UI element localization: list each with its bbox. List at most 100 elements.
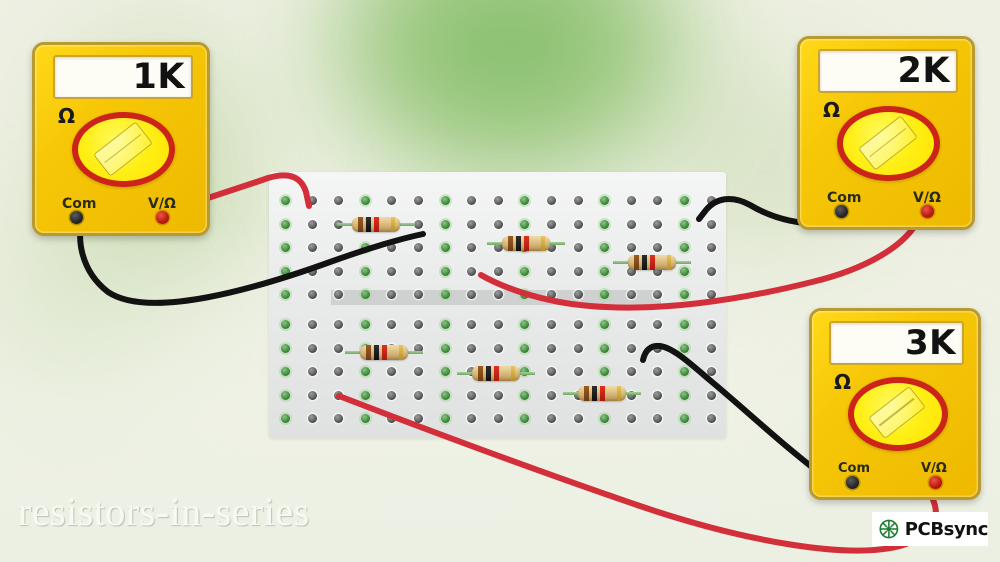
breadboard-hole[interactable]	[360, 320, 370, 329]
breadboard-hole[interactable]	[281, 290, 290, 299]
breadboard-hole[interactable]	[520, 320, 530, 329]
multimeter-range-dial[interactable]	[72, 112, 175, 187]
breadboard-hole[interactable]	[360, 243, 370, 252]
breadboard-hole[interactable]	[307, 196, 317, 205]
breadboard-hole[interactable]	[467, 290, 477, 299]
breadboard-hole[interactable]	[493, 320, 503, 329]
breadboard-hole[interactable]	[573, 320, 583, 329]
breadboard-hole[interactable]	[680, 320, 689, 329]
breadboard-hole[interactable]	[414, 196, 423, 205]
breadboard-hole[interactable]	[281, 414, 290, 423]
breadboard-hole[interactable]	[626, 367, 636, 376]
breadboard-hole[interactable]	[493, 343, 503, 353]
breadboard-hole[interactable]	[281, 320, 290, 329]
breadboard-hole[interactable]	[360, 196, 370, 205]
breadboard-hole[interactable]	[493, 390, 503, 400]
breadboard-hole[interactable]	[547, 266, 556, 276]
breadboard-hole[interactable]	[414, 243, 423, 252]
breadboard-hole[interactable]	[307, 320, 317, 329]
breadboard-hole[interactable]	[600, 219, 610, 229]
breadboard-hole[interactable]	[520, 196, 530, 205]
breadboard-hole[interactable]	[547, 219, 556, 229]
breadboard-hole[interactable]	[520, 343, 530, 353]
breadboard-hole[interactable]	[360, 266, 370, 276]
breadboard-hole[interactable]	[573, 290, 583, 299]
breadboard-hole[interactable]	[653, 343, 663, 353]
breadboard-hole[interactable]	[547, 367, 556, 376]
breadboard-hole[interactable]	[467, 196, 477, 205]
breadboard-hole[interactable]	[680, 367, 689, 376]
breadboard-hole[interactable]	[414, 390, 423, 400]
breadboard-hole[interactable]	[520, 266, 530, 276]
positive-jack[interactable]	[156, 211, 169, 224]
breadboard-hole[interactable]	[467, 320, 477, 329]
breadboard-hole[interactable]	[547, 320, 556, 329]
breadboard-hole[interactable]	[440, 414, 450, 423]
breadboard-hole[interactable]	[653, 219, 663, 229]
resistor[interactable]	[613, 251, 691, 273]
breadboard-hole[interactable]	[281, 343, 290, 353]
breadboard-hole[interactable]	[360, 390, 370, 400]
breadboard-hole[interactable]	[281, 219, 290, 229]
breadboard-hole[interactable]	[493, 414, 503, 423]
breadboard-hole[interactable]	[334, 367, 344, 376]
breadboard-hole[interactable]	[573, 414, 583, 423]
breadboard-hole[interactable]	[414, 266, 423, 276]
breadboard-hole[interactable]	[547, 290, 556, 299]
breadboard-hole[interactable]	[653, 390, 663, 400]
breadboard-hole[interactable]	[600, 367, 610, 376]
common-jack[interactable]	[846, 476, 859, 489]
breadboard-hole[interactable]	[334, 196, 344, 205]
resistor[interactable]	[457, 362, 535, 384]
breadboard-hole[interactable]	[573, 367, 583, 376]
breadboard-hole[interactable]	[387, 367, 397, 376]
breadboard-hole[interactable]	[573, 243, 583, 252]
breadboard-hole[interactable]	[680, 414, 689, 423]
breadboard-hole[interactable]	[467, 266, 477, 276]
breadboard-hole[interactable]	[414, 343, 423, 353]
breadboard-hole[interactable]	[334, 343, 344, 353]
breadboard-hole[interactable]	[440, 320, 450, 329]
multimeter-range-dial[interactable]	[837, 106, 940, 181]
breadboard-hole[interactable]	[334, 390, 344, 400]
breadboard-hole[interactable]	[680, 343, 689, 353]
breadboard-hole[interactable]	[467, 343, 477, 353]
breadboard-hole[interactable]	[440, 219, 450, 229]
breadboard-hole[interactable]	[680, 390, 689, 400]
breadboard-hole[interactable]	[440, 343, 450, 353]
breadboard-hole[interactable]	[307, 219, 317, 229]
breadboard-hole[interactable]	[281, 390, 290, 400]
positive-jack[interactable]	[929, 476, 942, 489]
breadboard-hole[interactable]	[387, 390, 397, 400]
resistor[interactable]	[345, 341, 423, 363]
breadboard-hole[interactable]	[547, 343, 556, 353]
breadboard-hole[interactable]	[600, 343, 610, 353]
breadboard-hole[interactable]	[281, 266, 290, 276]
breadboard-hole[interactable]	[281, 243, 290, 252]
breadboard-hole[interactable]	[547, 414, 556, 423]
breadboard-hole[interactable]	[706, 343, 716, 353]
breadboard-hole[interactable]	[360, 367, 370, 376]
breadboard-hole[interactable]	[600, 320, 610, 329]
breadboard-hole[interactable]	[626, 343, 636, 353]
breadboard-hole[interactable]	[680, 196, 689, 205]
multimeter-range-dial[interactable]	[848, 377, 948, 451]
breadboard-hole[interactable]	[706, 243, 716, 252]
breadboard-hole[interactable]	[334, 266, 344, 276]
breadboard-hole[interactable]	[387, 266, 397, 276]
resistor[interactable]	[487, 232, 565, 254]
breadboard-hole[interactable]	[626, 290, 636, 299]
breadboard-hole[interactable]	[307, 367, 317, 376]
breadboard-hole[interactable]	[493, 290, 503, 299]
common-jack[interactable]	[70, 211, 83, 224]
breadboard-hole[interactable]	[706, 390, 716, 400]
breadboard-hole[interactable]	[626, 219, 636, 229]
breadboard-hole[interactable]	[307, 243, 317, 252]
breadboard-hole[interactable]	[680, 290, 689, 299]
breadboard-hole[interactable]	[440, 367, 450, 376]
breadboard-hole[interactable]	[440, 266, 450, 276]
breadboard-hole[interactable]	[653, 196, 663, 205]
breadboard-hole[interactable]	[520, 219, 530, 229]
breadboard-hole[interactable]	[414, 320, 423, 329]
